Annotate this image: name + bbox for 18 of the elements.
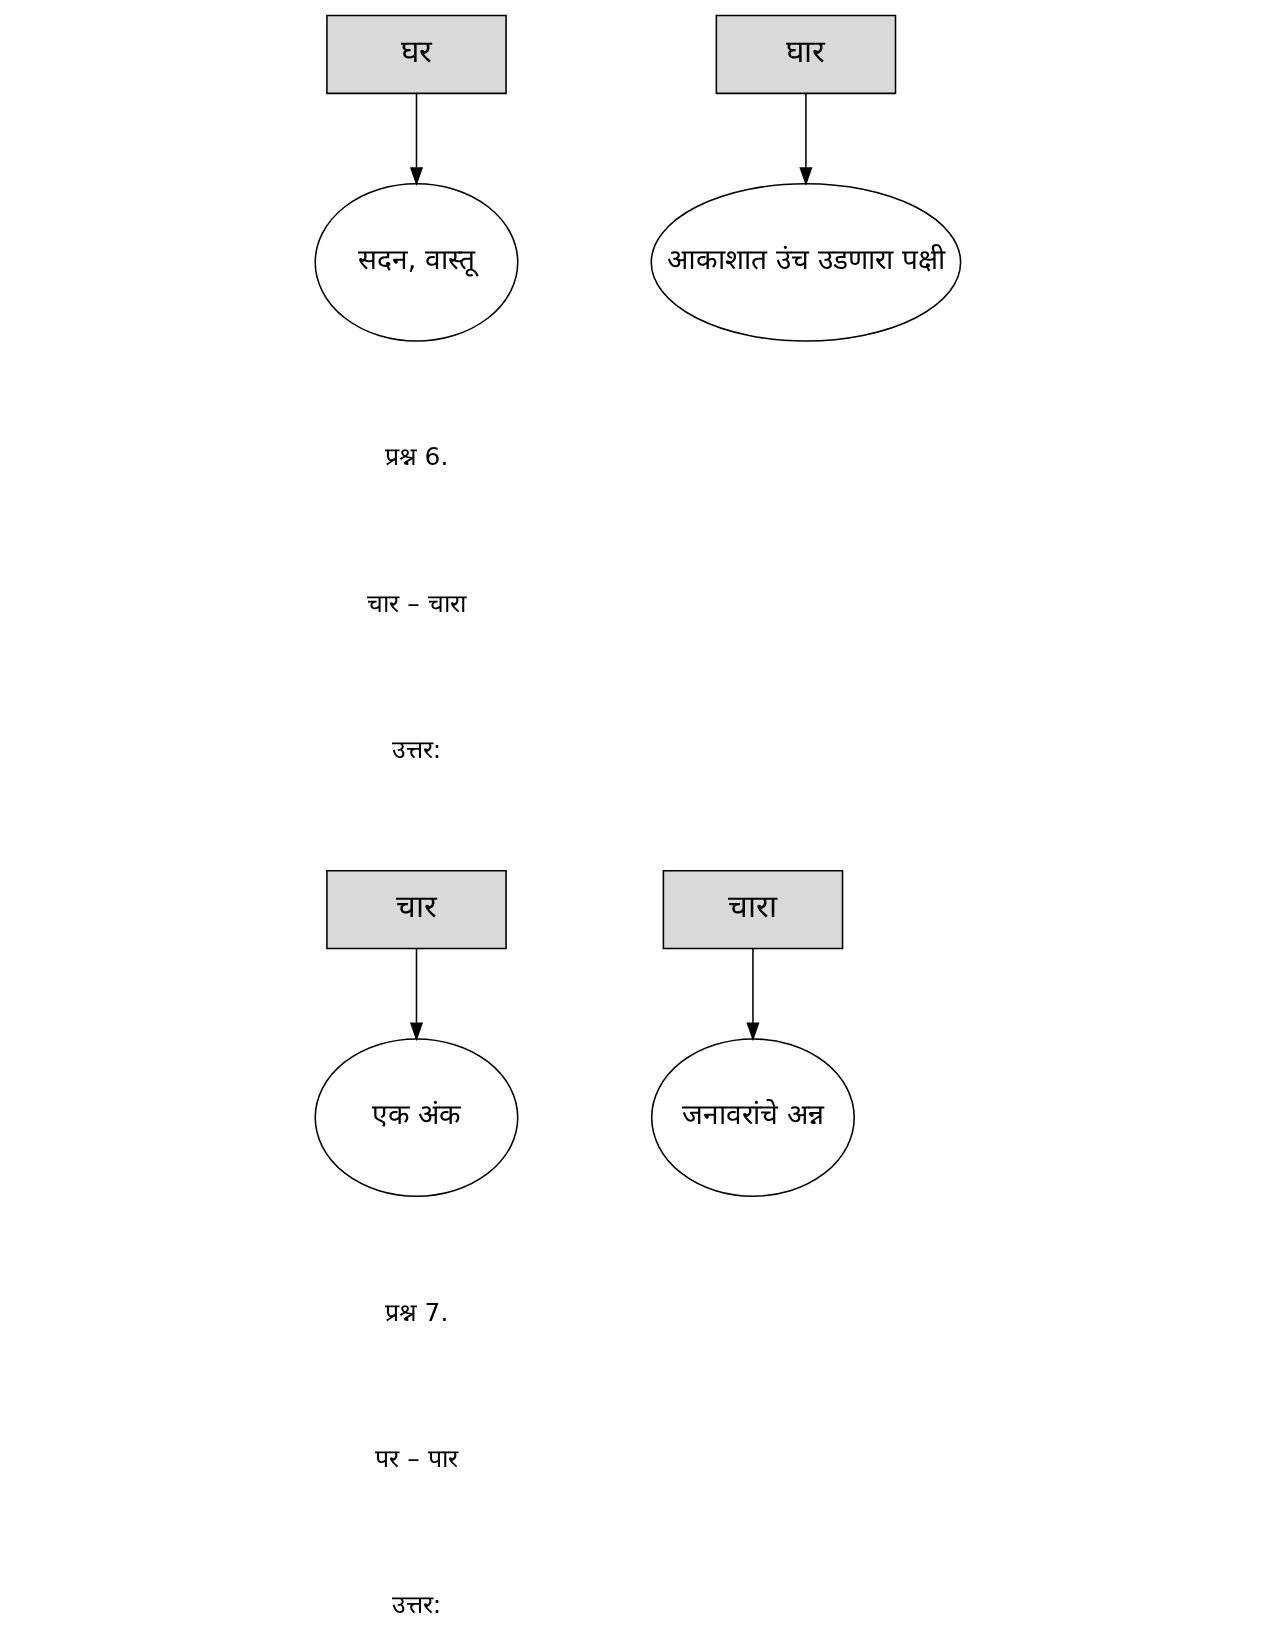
- node-box: घार: [715, 14, 896, 95]
- label: चार – चारा: [366, 588, 466, 618]
- label: उत्तर:: [391, 735, 441, 765]
- label: पर – पार: [374, 1443, 458, 1473]
- arrow: [409, 92, 423, 186]
- arrow: [745, 947, 760, 1042]
- node-ellipse: सदन, वास्तू: [313, 182, 518, 342]
- node-ellipse: एक अंक: [313, 1038, 518, 1198]
- node-box: घर: [325, 14, 507, 95]
- arrow: [409, 947, 423, 1042]
- node-box: चार: [325, 869, 507, 950]
- label: उत्तर:: [391, 1590, 441, 1620]
- arrow: [798, 92, 812, 186]
- node-ellipse: आकाशात उंच उडणारा पक्षी: [650, 182, 961, 342]
- label: प्रश्न 6.: [384, 442, 448, 472]
- node-box: चारा: [662, 869, 843, 950]
- node-ellipse: जनावरांचे अन्न: [650, 1038, 855, 1198]
- label: प्रश्न 7.: [384, 1297, 448, 1327]
